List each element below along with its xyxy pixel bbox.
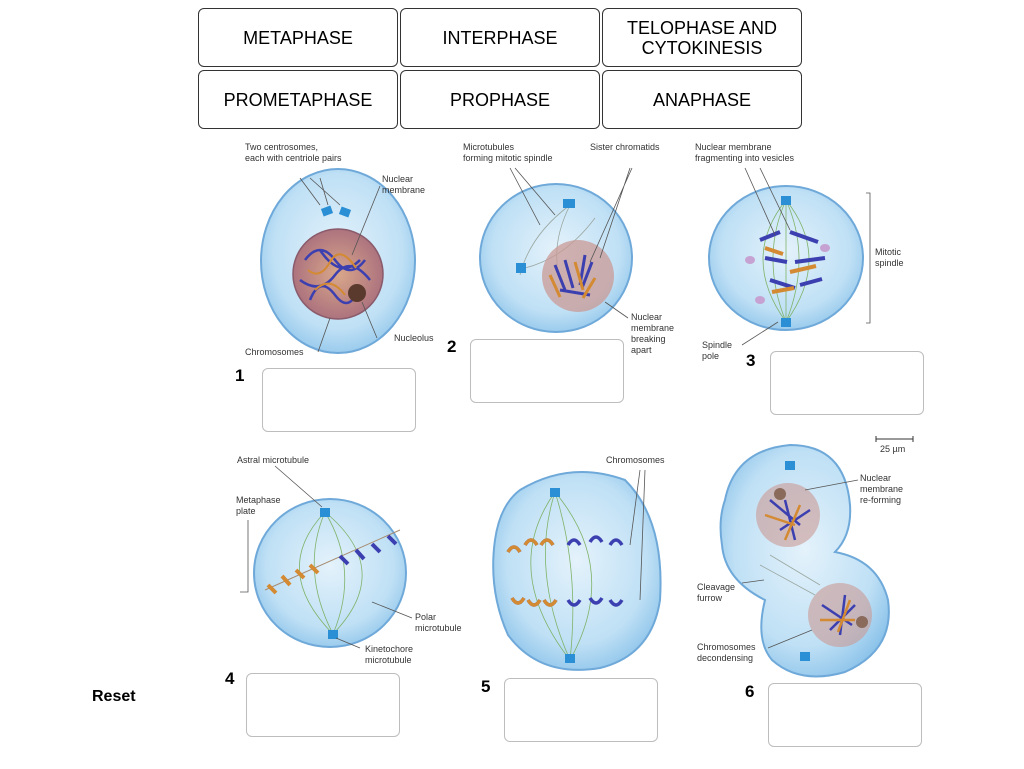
label-centrosomes-2: each with centriole pairs	[245, 153, 342, 163]
label-microtubules: Microtubules	[463, 142, 515, 152]
label-nucleolus: Nucleolus	[394, 333, 434, 343]
cell-1-diagram	[260, 168, 416, 354]
tile-prophase[interactable]: PROPHASE	[400, 70, 600, 129]
label-cleavage-2: furrow	[697, 593, 723, 603]
label-microtubules-2: forming mitotic spindle	[463, 153, 553, 163]
number-6: 6	[745, 682, 755, 701]
label-polar: Polar	[415, 612, 436, 622]
label-spindle-pole: Spindle	[702, 340, 732, 350]
label-kinetochore-2: microtubule	[365, 655, 412, 665]
cell-4-callouts	[240, 465, 413, 649]
label-astral: Astral microtubule	[237, 455, 309, 465]
cell-1-callouts	[299, 177, 381, 353]
drop-zone-6[interactable]	[768, 683, 922, 747]
label-membrane-breaking: Nuclear	[631, 312, 662, 322]
tile-prometaphase[interactable]: PROMETAPHASE	[198, 70, 398, 129]
label-polar-2: microtubule	[415, 623, 462, 633]
cell-6-diagram	[719, 443, 890, 678]
tile-anaphase[interactable]: ANAPHASE	[602, 70, 802, 129]
label-metaphase-plate: Metaphase	[236, 495, 281, 505]
cell-5-callouts	[629, 469, 646, 601]
number-2: 2	[447, 337, 457, 356]
number-3: 3	[746, 351, 756, 370]
scale-bar	[875, 436, 914, 442]
drop-zone-4[interactable]	[246, 673, 400, 737]
label-fragmenting-2: fragmenting into vesicles	[695, 153, 795, 163]
cell-6-callouts	[741, 479, 859, 649]
drop-zone-1[interactable]	[262, 368, 416, 432]
number-4: 4	[225, 669, 235, 688]
tile-metaphase[interactable]: METAPHASE	[198, 8, 398, 67]
cell-2-callouts	[509, 167, 633, 319]
label-nuclear-membrane: Nuclear	[382, 174, 413, 184]
label-chromosomes-5: Chromosomes	[606, 455, 665, 465]
label-mitotic-spindle: Mitotic	[875, 247, 902, 257]
label-membrane-breaking-2: membrane	[631, 323, 674, 333]
label-membrane-breaking-4: apart	[631, 345, 652, 355]
drop-zone-3[interactable]	[770, 351, 924, 415]
label-membrane-breaking-3: breaking	[631, 334, 666, 344]
cell-2-diagram	[479, 183, 633, 333]
label-nuclear-membrane-2: membrane	[382, 185, 425, 195]
cell-3-callouts	[741, 167, 871, 346]
cell-5-diagram	[492, 471, 662, 671]
label-fragmenting: Nuclear membrane	[695, 142, 772, 152]
label-chromosomes-1: Chromosomes	[245, 347, 304, 357]
tile-telophase-cytokinesis[interactable]: TELOPHASE AND CYTOKINESIS	[602, 8, 802, 67]
label-sister-chromatids: Sister chromatids	[590, 142, 660, 152]
label-decondensing: Chromosomes	[697, 642, 756, 652]
label-scale: 25 µm	[880, 444, 905, 454]
label-centrosomes: Two centrosomes,	[245, 142, 318, 152]
label-spindle-pole-2: pole	[702, 351, 719, 361]
number-5: 5	[481, 677, 491, 696]
cell-3-diagram	[708, 185, 864, 331]
reset-button[interactable]: Reset	[92, 688, 136, 705]
label-reforming-3: re-forming	[860, 495, 901, 505]
label-kinetochore: Kinetochore	[365, 644, 413, 654]
tile-interphase[interactable]: INTERPHASE	[400, 8, 600, 67]
label-mitotic-spindle-2: spindle	[875, 258, 904, 268]
number-1: 1	[235, 366, 245, 385]
label-decondensing-2: decondensing	[697, 653, 753, 663]
cell-4-diagram	[253, 498, 407, 648]
drop-zone-5[interactable]	[504, 678, 658, 742]
label-metaphase-plate-2: plate	[236, 506, 256, 516]
label-cleavage: Cleavage	[697, 582, 735, 592]
drop-zone-2[interactable]	[470, 339, 624, 403]
label-reforming: Nuclear	[860, 473, 891, 483]
label-reforming-2: membrane	[860, 484, 903, 494]
